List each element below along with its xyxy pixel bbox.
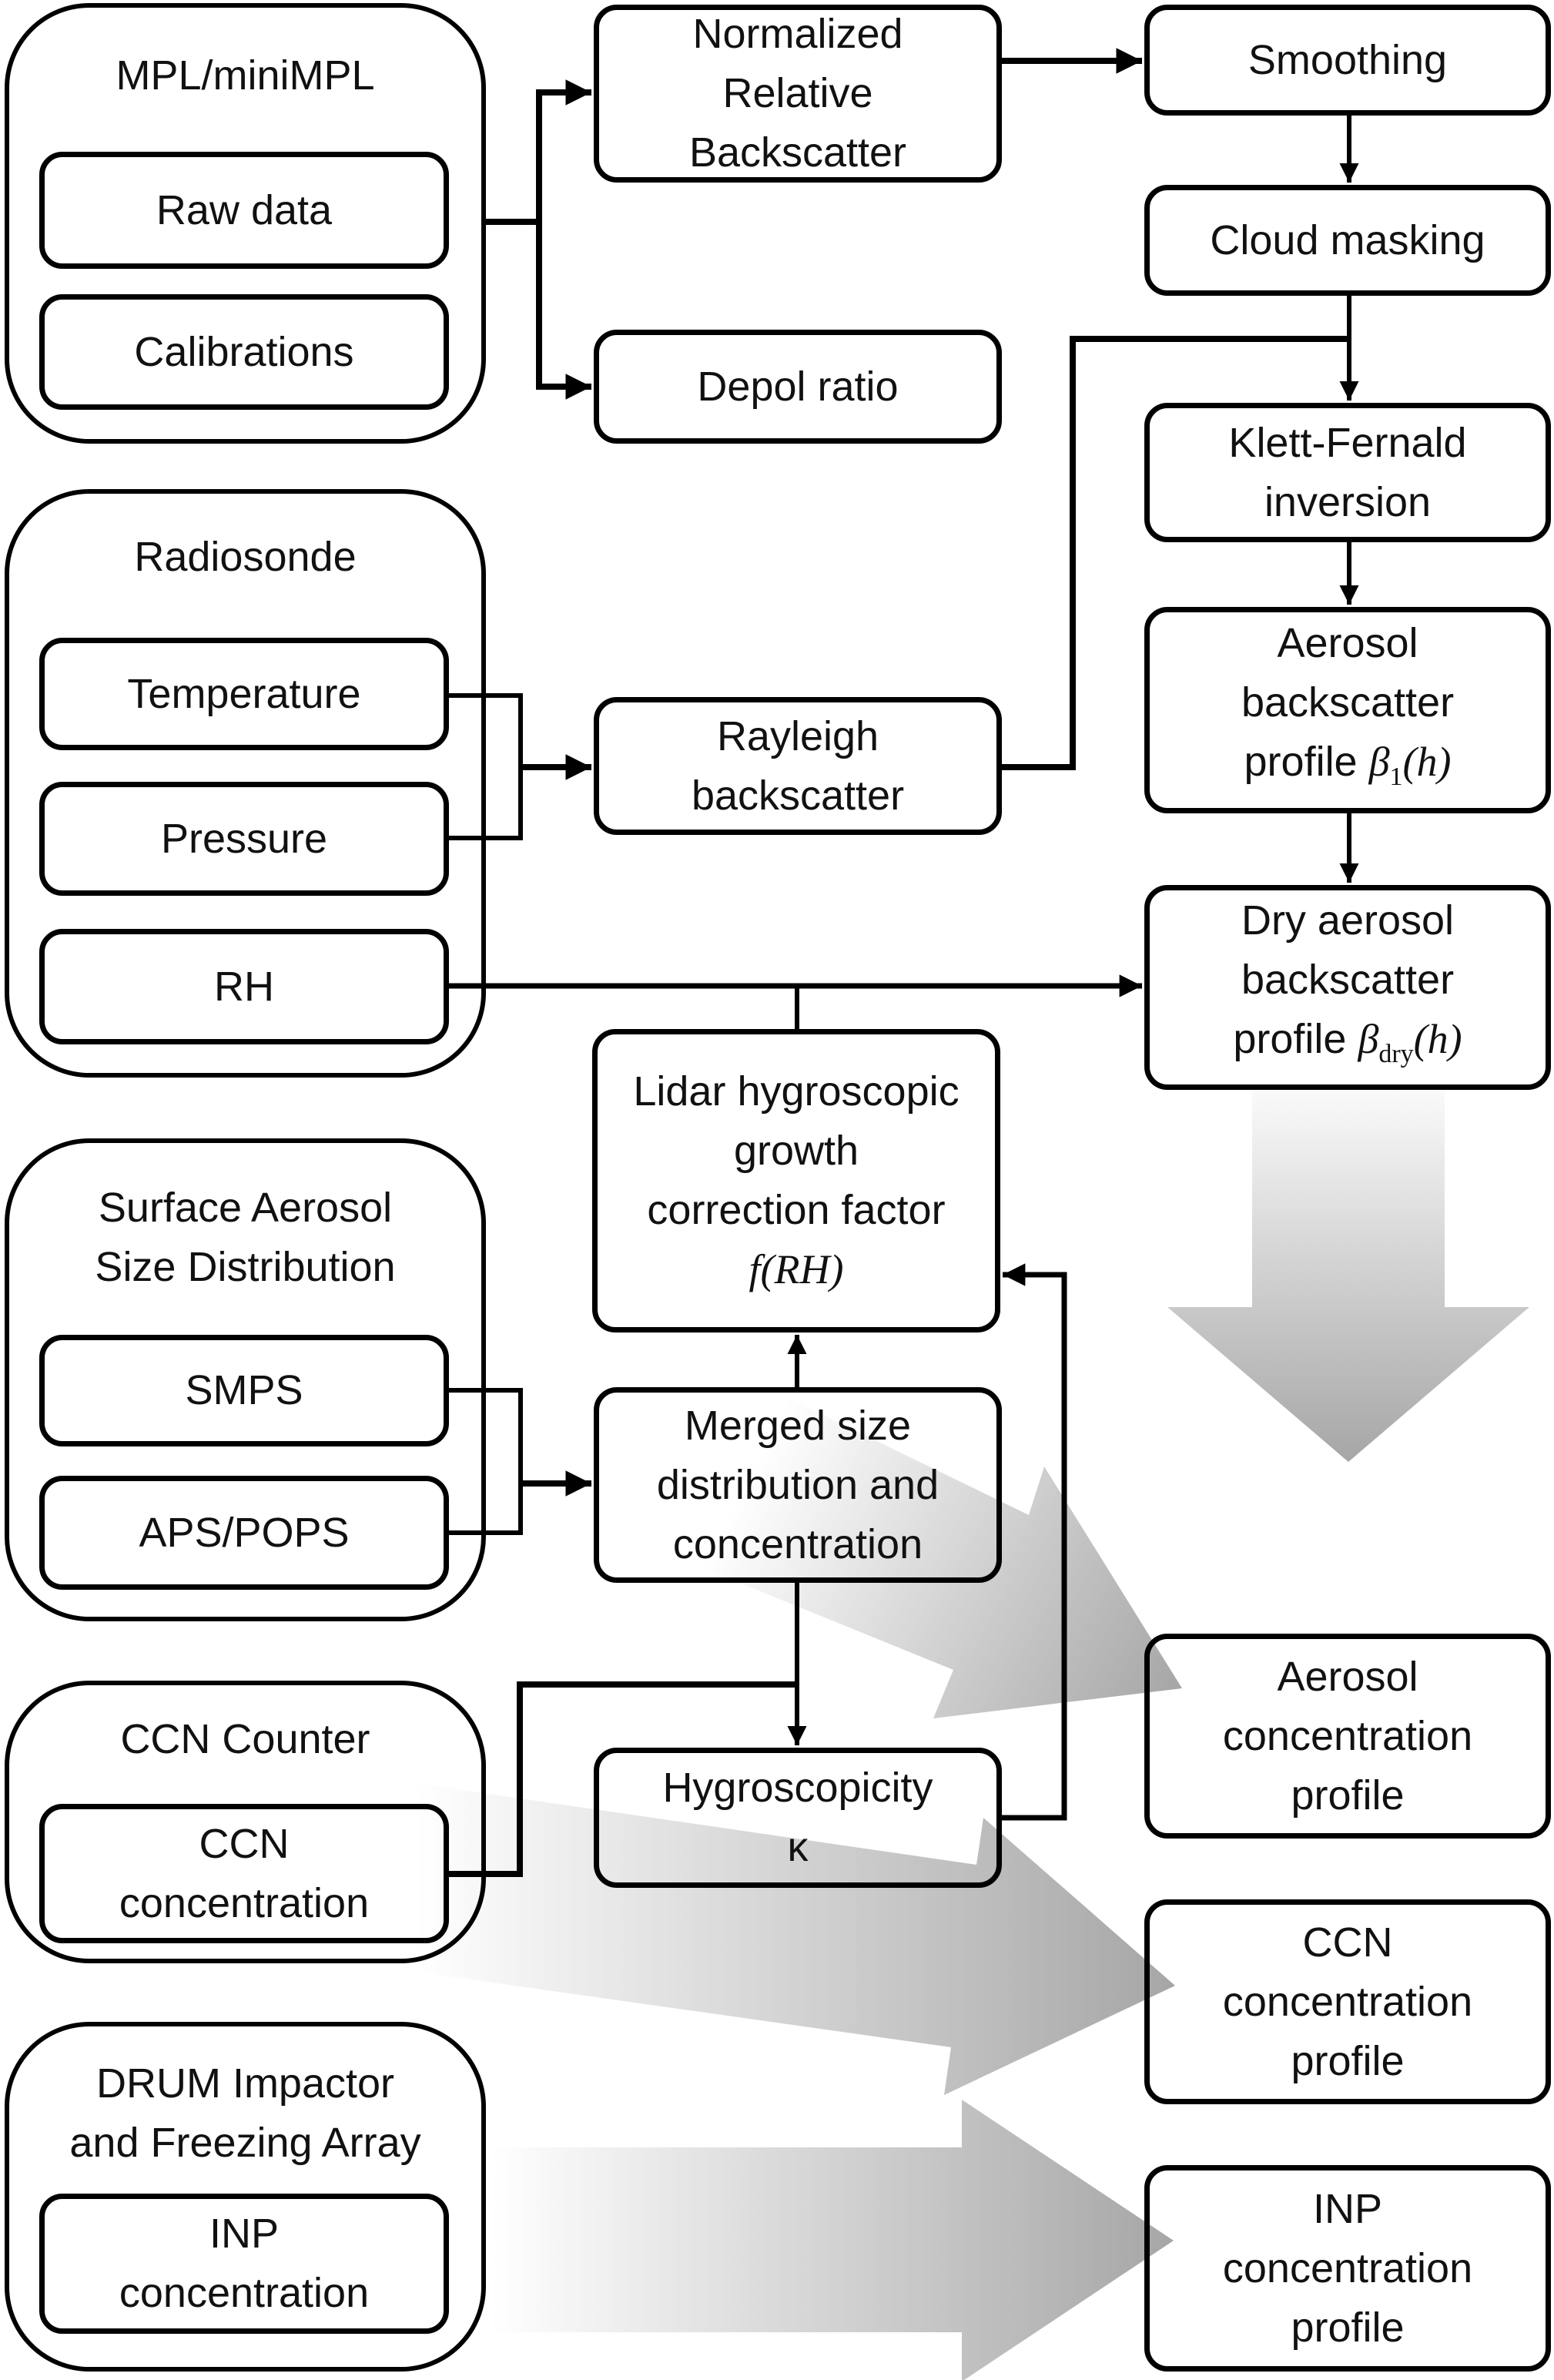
aerosol-bs-prefix: profile xyxy=(1244,739,1369,785)
inp-profile-line2: concentration xyxy=(1222,2244,1473,2291)
connector-mpl-to-depol xyxy=(536,222,591,400)
raw-data-box[interactable]: Raw data xyxy=(39,152,449,269)
aerosol-backscatter-box[interactable]: Aerosol backscatter profile β1(h) xyxy=(1144,607,1551,813)
shaded-arrow-inp-to-inp-profile xyxy=(491,2100,1174,2380)
aerosol-profile-line2: concentration xyxy=(1222,1712,1473,1759)
ccn-counter-title: CCN Counter xyxy=(120,1716,370,1762)
klett-line2: inversion xyxy=(1264,478,1432,525)
smps-label: SMPS xyxy=(185,1367,303,1413)
temperature-label: Temperature xyxy=(127,670,361,717)
rayleigh-line1: Rayleigh xyxy=(716,712,879,759)
dry-backscatter-box[interactable]: Dry aerosol backscatter profile βdry(h) xyxy=(1144,885,1551,1090)
beta-subscript: dry xyxy=(1378,1040,1414,1068)
connector-rayleigh-to-klett xyxy=(1002,336,1349,770)
merged-line1: Merged size xyxy=(684,1402,912,1449)
cloud-masking-label: Cloud masking xyxy=(1210,216,1485,263)
rh-label: RH xyxy=(214,963,274,1010)
lidar-growth-line3: correction factor xyxy=(647,1187,946,1233)
smoothing-box[interactable]: Smoothing xyxy=(1144,5,1551,116)
inp-concentration-box[interactable]: INP concentration xyxy=(39,2194,449,2334)
dry-bs-line2: backscatter xyxy=(1241,957,1455,1003)
mpl-group: MPL/miniMPL xyxy=(5,3,486,444)
aerosol-profile-line3: profile xyxy=(1291,1772,1405,1819)
ccn-concentration-box[interactable]: CCN concentration xyxy=(39,1804,449,1943)
pressure-label: Pressure xyxy=(160,815,328,862)
aerosol-bs-line3: profile β1(h) xyxy=(1244,732,1452,806)
klett-fernald-box[interactable]: Klett-Fernald inversion xyxy=(1144,403,1551,542)
beta-subscript: 1 xyxy=(1389,763,1403,791)
hygroscopicity-label: Hygroscopicity xyxy=(662,1765,933,1811)
f-rh-formula: f(RH) xyxy=(749,1246,844,1292)
merged-size-distribution-box[interactable]: Merged size distribution and concentrati… xyxy=(594,1387,1002,1583)
shaded-arrow-merged-to-aerosol-concentration xyxy=(635,1365,1182,1718)
depol-ratio-box[interactable]: Depol ratio xyxy=(594,330,1002,444)
normalized-line1: Normalized xyxy=(692,11,903,57)
shaded-arrow-ccn-to-ccn-profile xyxy=(323,1770,1175,2095)
shaded-arrow-dry-to-aerosol-concentration xyxy=(1167,1090,1529,1462)
drum-title-line1: DRUM Impactor xyxy=(95,2060,395,2107)
beta-symbol: β xyxy=(1358,1016,1379,1062)
aerosol-concentration-profile-box[interactable]: Aerosol concentration profile xyxy=(1144,1634,1551,1839)
mpl-title: MPL/miniMPL xyxy=(116,52,375,99)
connector-mpl-to-normalized xyxy=(536,79,591,222)
smoothing-label: Smoothing xyxy=(1248,36,1448,83)
surface-aerosol-title-line2: Size Distribution xyxy=(95,1244,396,1290)
aps-pops-box[interactable]: APS/POPS xyxy=(39,1476,449,1590)
ccn-concentration-profile-box[interactable]: CCN concentration profile xyxy=(1144,1899,1551,2104)
aerosol-bs-line2: backscatter xyxy=(1241,679,1455,726)
dry-bs-line3: profile βdry(h) xyxy=(1233,1010,1462,1084)
beta-symbol: β xyxy=(1368,739,1390,785)
ccn-concentration-line2: concentration xyxy=(119,1879,370,1926)
rayleigh-backscatter-box[interactable]: Rayleigh backscatter xyxy=(594,697,1002,835)
ccn-profile-line2: concentration xyxy=(1222,1978,1473,2025)
raw-data-label: Raw data xyxy=(156,186,333,233)
lidar-growth-line2: growth xyxy=(733,1128,859,1174)
lidar-growth-line1: Lidar hygroscopic xyxy=(633,1068,960,1115)
inp-concentration-line1: INP xyxy=(209,2211,280,2257)
normalized-backscatter-box[interactable]: Normalized Relative Backscatter xyxy=(594,5,1002,183)
calibrations-label: Calibrations xyxy=(134,328,354,375)
merged-line2: distribution and xyxy=(656,1461,939,1508)
height-argument: (h) xyxy=(1402,739,1452,785)
connector-hygroscopicity-to-lidar xyxy=(1002,1263,1067,1821)
rh-box[interactable]: RH xyxy=(39,929,449,1044)
inp-profile-line3: profile xyxy=(1291,2304,1405,2351)
aps-pops-label: APS/POPS xyxy=(139,1509,350,1556)
merged-line3: concentration xyxy=(672,1520,923,1567)
ccn-profile-line3: profile xyxy=(1291,2037,1405,2084)
inp-profile-line1: INP xyxy=(1312,2185,1383,2232)
surface-aerosol-title-line1: Surface Aerosol xyxy=(98,1185,393,1231)
normalized-line2: Relative xyxy=(722,70,873,116)
inp-concentration-line2: concentration xyxy=(119,2270,370,2316)
pressure-box[interactable]: Pressure xyxy=(39,782,449,896)
ccn-concentration-line1: CCN xyxy=(199,1820,290,1867)
drum-group: DRUM Impactor and Freezing Array xyxy=(5,2022,486,2372)
cloud-masking-box[interactable]: Cloud masking xyxy=(1144,185,1551,296)
aerosol-bs-line1: Aerosol xyxy=(1277,620,1418,666)
depol-ratio-label: Depol ratio xyxy=(697,363,899,410)
smps-box[interactable]: SMPS xyxy=(39,1335,449,1446)
hygroscopicity-box[interactable]: Hygroscopicity κ xyxy=(594,1748,1002,1888)
normalized-line3: Backscatter xyxy=(688,129,907,176)
dry-bs-line1: Dry aerosol xyxy=(1241,897,1455,944)
rayleigh-line2: backscatter xyxy=(691,772,905,819)
drum-title-line2: and Freezing Array xyxy=(69,2120,421,2166)
radiosonde-title: Radiosonde xyxy=(134,534,357,580)
inp-concentration-profile-box[interactable]: INP concentration profile xyxy=(1144,2165,1551,2372)
lidar-growth-factor-box[interactable]: Lidar hygroscopic growth correction fact… xyxy=(592,1029,1000,1332)
height-argument: (h) xyxy=(1413,1016,1462,1062)
klett-line1: Klett-Fernald xyxy=(1228,419,1467,466)
surface-aerosol-group: Surface Aerosol Size Distribution xyxy=(5,1138,486,1621)
calibrations-box[interactable]: Calibrations xyxy=(39,294,449,410)
radiosonde-group: Radiosonde xyxy=(5,489,486,1078)
kappa-symbol: κ xyxy=(787,1824,809,1870)
aerosol-profile-line1: Aerosol xyxy=(1277,1653,1418,1700)
ccn-profile-line1: CCN xyxy=(1302,1919,1393,1966)
dry-bs-prefix: profile xyxy=(1233,1016,1358,1062)
temperature-box[interactable]: Temperature xyxy=(39,638,449,750)
ccn-counter-group: CCN Counter xyxy=(5,1681,486,1963)
